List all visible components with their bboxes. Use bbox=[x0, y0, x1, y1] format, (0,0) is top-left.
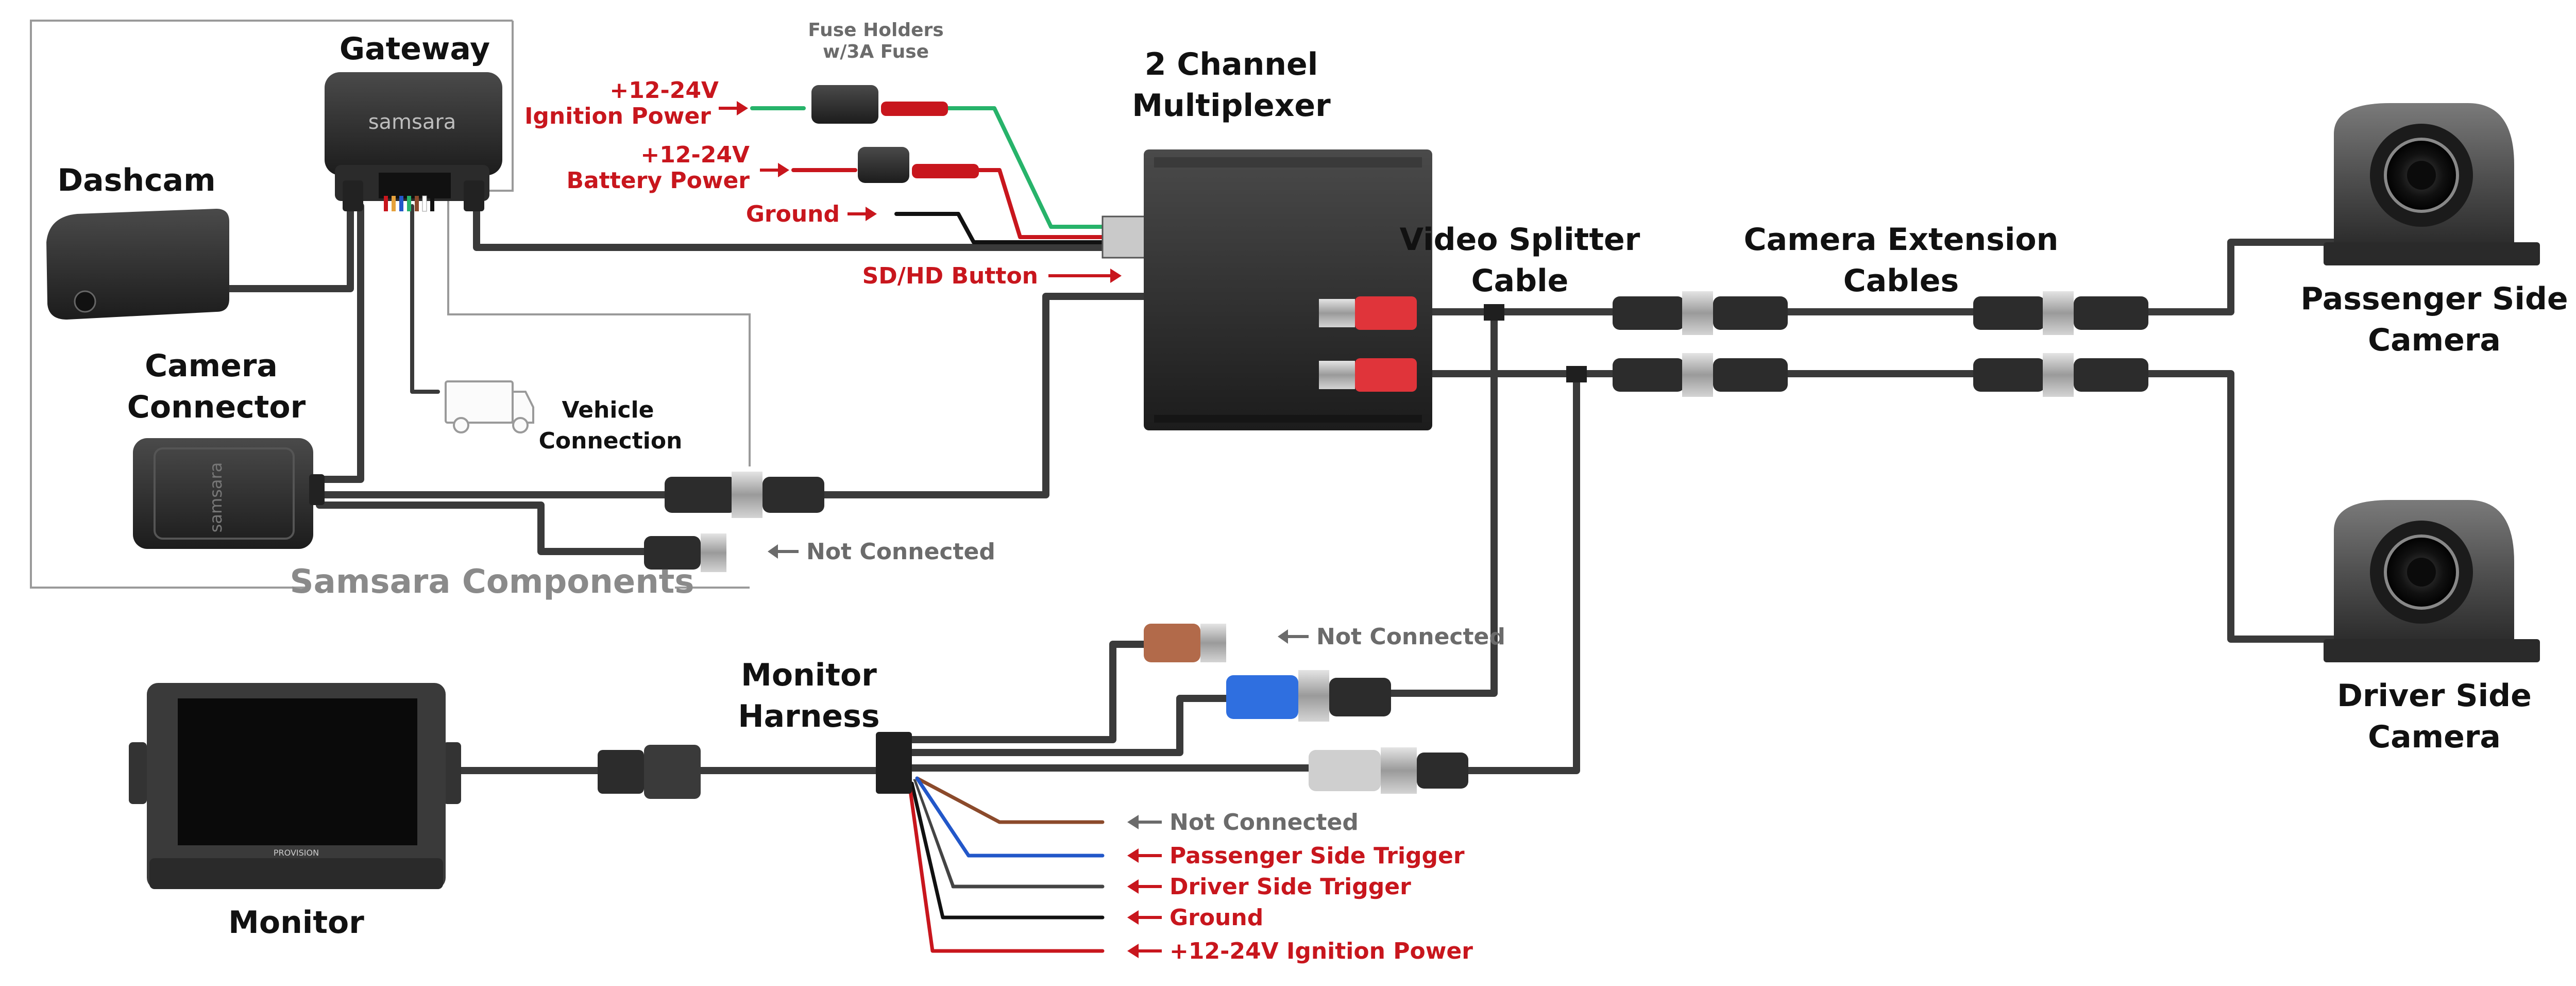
samsara-components-frame bbox=[30, 20, 751, 589]
vehicle-connection-label-1: Vehicle bbox=[562, 397, 654, 423]
monitor-brand-logo: PROVISION bbox=[274, 848, 319, 858]
arrow-right-icon bbox=[719, 101, 1122, 283]
video-splitter-label-2: Cable bbox=[1471, 263, 1569, 299]
camera-connector-label-1: Camera bbox=[145, 348, 278, 384]
gateway-label: Gateway bbox=[340, 31, 490, 67]
driver-camera-label-2: Camera bbox=[2368, 719, 2501, 755]
samsara-components-label: Samsara Components bbox=[290, 563, 694, 601]
inline-connectors bbox=[598, 291, 2148, 799]
driver-side-camera bbox=[2324, 500, 2540, 662]
monitor-label: Monitor bbox=[228, 905, 364, 941]
passenger-camera-label-1: Passenger Side bbox=[2300, 281, 2568, 317]
fuse-holder-battery bbox=[858, 147, 979, 183]
gateway-device bbox=[325, 72, 502, 212]
monitor-device bbox=[129, 683, 461, 889]
ignition-power-bottom-label: +12-24V Ignition Power bbox=[1170, 938, 1473, 964]
fuse-holders-label-2: w/3A Fuse bbox=[823, 41, 929, 62]
not-connected-brown-label: Not Connected bbox=[1316, 624, 1505, 650]
sd-hd-button-label: SD/HD Button bbox=[862, 263, 1038, 289]
driver-side-trigger-label: Driver Side Trigger bbox=[1170, 874, 1411, 900]
gateway-brand-logo: samsara bbox=[368, 110, 456, 134]
ground-bottom-label: Ground bbox=[1170, 905, 1263, 931]
video-splitter-junctions bbox=[1484, 304, 1587, 382]
camera-connector-label-2: Connector bbox=[127, 389, 306, 425]
cables bbox=[202, 106, 2337, 953]
dashcam-label: Dashcam bbox=[57, 162, 215, 198]
arrow-left-icon bbox=[1127, 848, 1162, 958]
connector-brand-logo: samsara bbox=[206, 462, 226, 533]
ignition-power-label-1: +12-24V bbox=[609, 77, 719, 104]
truck-icon bbox=[445, 380, 534, 433]
labels: Gateway Dashcam Camera Connector Vehicle… bbox=[57, 20, 2568, 964]
monitor-harness-label-2: Harness bbox=[738, 698, 879, 734]
battery-power-label-1: +12-24V bbox=[640, 142, 750, 168]
vehicle-connection-label-2: Connection bbox=[539, 428, 683, 454]
ground-top-label: Ground bbox=[746, 201, 840, 227]
dashcam-device bbox=[46, 209, 229, 320]
multiplexer-label-1: 2 Channel bbox=[1145, 46, 1318, 82]
harness-not-connected-label: Not Connected bbox=[1170, 809, 1359, 835]
ignition-power-label-2: Ignition Power bbox=[524, 103, 711, 129]
camera-connector-device bbox=[133, 438, 325, 549]
passenger-side-camera bbox=[2324, 103, 2540, 265]
multiplexer-device bbox=[1101, 149, 1432, 430]
not-connected-samsara-label: Not Connected bbox=[806, 539, 995, 565]
passenger-side-trigger-label: Passenger Side Trigger bbox=[1170, 843, 1465, 869]
fuse-holders-label-1: Fuse Holders bbox=[808, 20, 943, 41]
video-splitter-label-1: Video Splitter bbox=[1400, 222, 1640, 258]
camera-extension-label-2: Cables bbox=[1843, 263, 1959, 299]
passenger-camera-label-2: Camera bbox=[2368, 322, 2501, 358]
multiplexer-label-2: Multiplexer bbox=[1132, 88, 1331, 124]
battery-power-label-2: Battery Power bbox=[566, 168, 750, 194]
monitor-harness-label-1: Monitor bbox=[741, 657, 877, 693]
camera-extension-label-1: Camera Extension bbox=[1744, 222, 2059, 258]
driver-camera-label-1: Driver Side bbox=[2337, 678, 2532, 714]
fuse-holder-ignition bbox=[811, 85, 948, 124]
arrow-left-icon bbox=[768, 544, 1309, 829]
